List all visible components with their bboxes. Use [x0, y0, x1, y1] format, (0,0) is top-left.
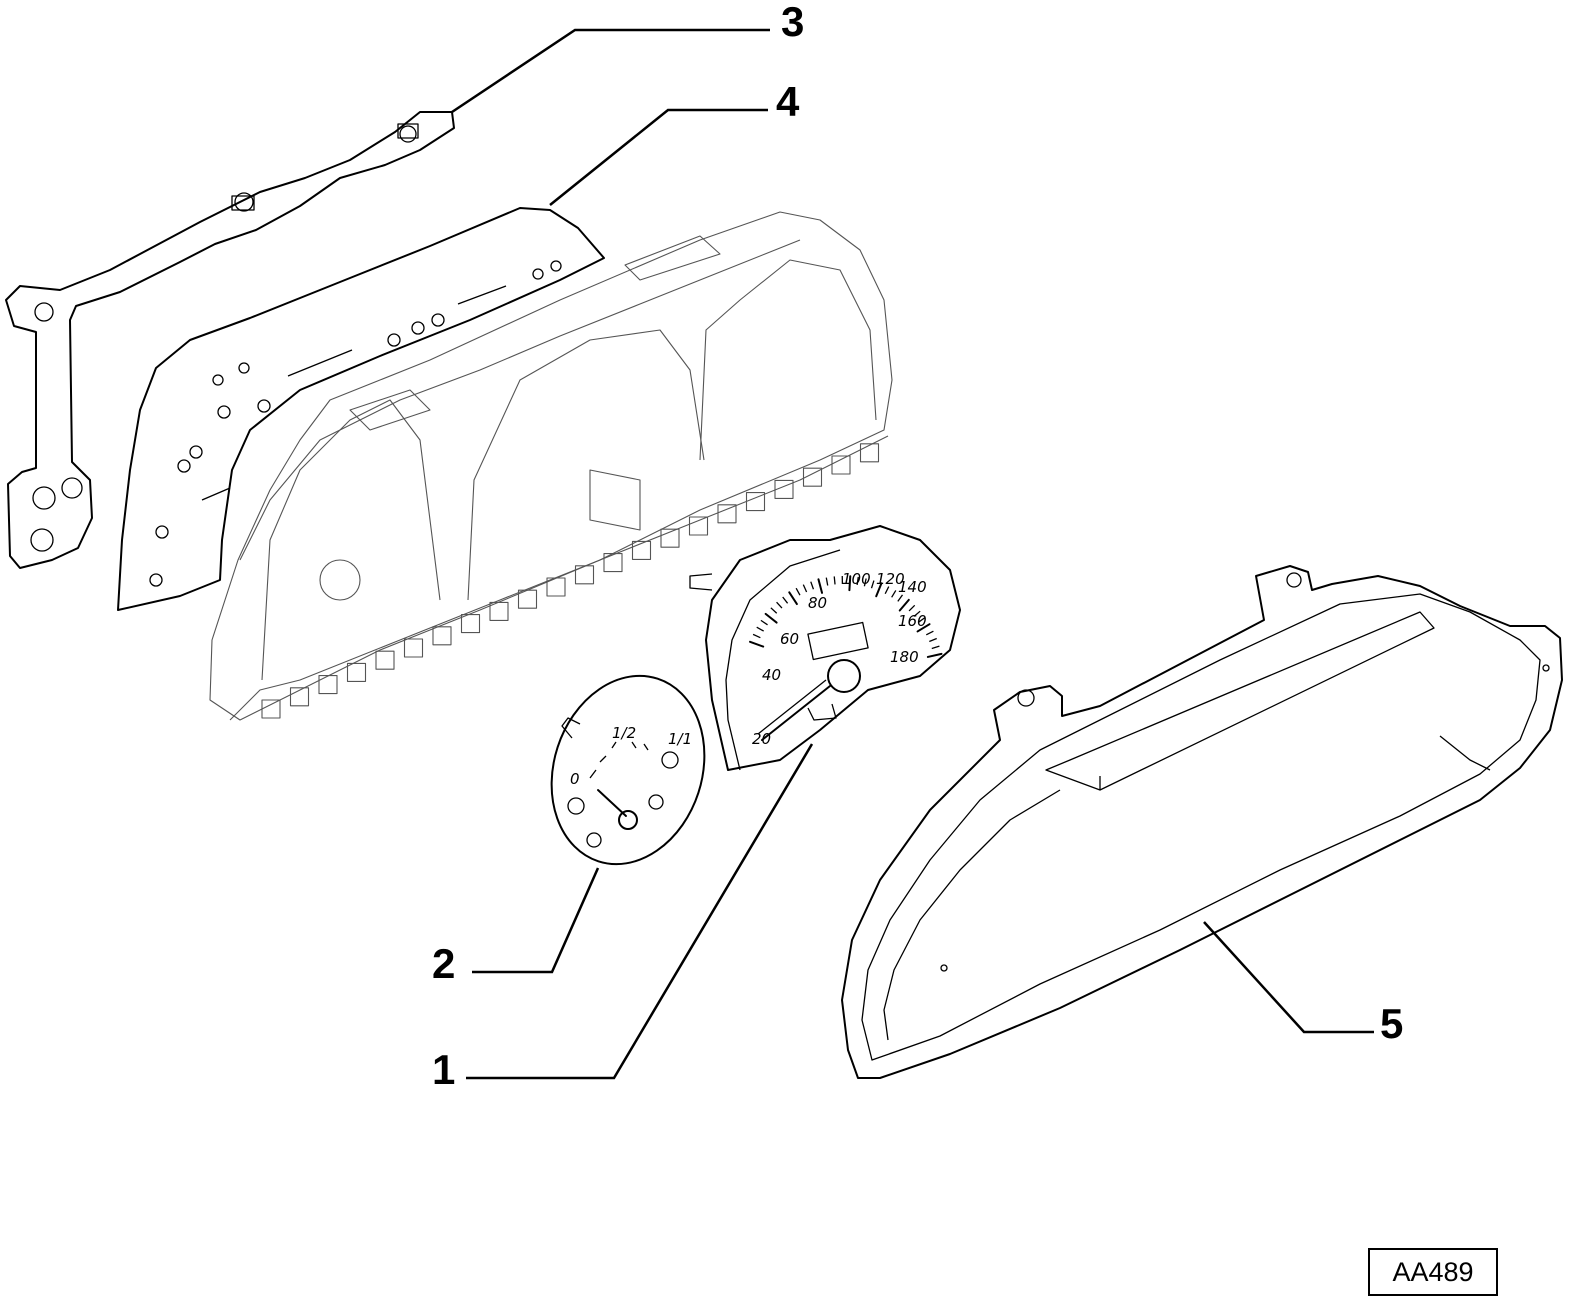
speedometer-tick [764, 612, 778, 624]
housing-window [460, 614, 481, 634]
speedometer-tick [929, 637, 937, 643]
housing-window [717, 504, 737, 524]
housing-window [517, 589, 538, 609]
housing-window-row [261, 443, 880, 719]
speedometer-tick [749, 640, 765, 648]
speedometer-tick [870, 580, 875, 589]
speedometer-tick [863, 578, 867, 587]
speedometer-tick [856, 576, 859, 586]
fuel-scale-full-label: 1/1 [668, 730, 692, 748]
speedometer-tick [782, 596, 789, 604]
speedometer-tick [931, 645, 940, 650]
housing-window [688, 516, 709, 536]
reference-code-box: AA489 [1368, 1248, 1498, 1296]
speed-label-40: 40 [762, 666, 781, 684]
leader-line-4 [549, 108, 768, 206]
reference-code: AA489 [1392, 1256, 1474, 1287]
leader-line-1 [466, 743, 814, 1080]
housing-window [318, 675, 338, 695]
housing-window [859, 443, 880, 463]
speedometer-tick [926, 652, 943, 658]
housing-window [375, 650, 395, 670]
fuel-scale-half-label: 1/2 [612, 724, 636, 742]
fuel-scale-empty-label: 0 [570, 770, 580, 788]
speedometer-tick [802, 584, 808, 593]
speedometer-ticks [749, 575, 943, 658]
housing-window [489, 601, 509, 621]
housing-window [603, 553, 623, 573]
speedometer-tick [756, 626, 765, 632]
speedometer-tick [776, 601, 783, 609]
part-1-speedometer: 20 40 60 80 100 120 140 160 180 [689, 525, 961, 771]
housing-window [774, 479, 794, 499]
speedometer-tick [913, 610, 921, 617]
housing-window [831, 455, 851, 475]
leader-line-5 [1203, 921, 1374, 1034]
speedometer-tick [875, 582, 883, 598]
housing-window [432, 626, 452, 646]
housing-window [261, 699, 281, 719]
speedometer-tick [795, 587, 801, 596]
part-4-rear-housing [117, 207, 605, 611]
speedometer-tick [760, 619, 768, 626]
speedometer-tick [817, 578, 824, 594]
speedometer-tick [918, 616, 926, 623]
speed-label-120: 120 [876, 570, 905, 588]
speed-label-60: 60 [780, 630, 799, 648]
speedometer-tick [925, 630, 934, 636]
housing-window [631, 540, 652, 560]
housing-window [574, 565, 595, 585]
speedometer-tick [898, 598, 910, 612]
speedometer-tick [916, 623, 931, 633]
housing-window [745, 492, 766, 512]
leader-lines [451, 28, 1374, 1080]
speedometer-tick [848, 575, 852, 592]
housing-window [802, 467, 823, 487]
leader-line-3 [451, 28, 770, 114]
housing-window [403, 638, 424, 658]
speedometer-tick [891, 590, 897, 598]
part-3-bracket [5, 111, 455, 569]
speedometer-tick [825, 577, 829, 586]
speedometer-tick [752, 633, 761, 639]
callout-3: 3 [781, 0, 804, 45]
speedometer-tick [908, 604, 916, 612]
housing-window [660, 528, 680, 548]
speedometer-tick [770, 607, 778, 614]
speed-label-100: 100 [842, 570, 871, 588]
instrument-frame [209, 211, 893, 721]
speedometer-tick [833, 576, 836, 585]
housing-window [346, 662, 367, 682]
speedometer-tick [884, 586, 890, 595]
speed-label-140: 140 [898, 578, 927, 596]
callout-5: 5 [1380, 1000, 1403, 1047]
housing-window [546, 577, 566, 597]
speed-label-20: 20 [752, 730, 771, 748]
callout-2: 2 [432, 940, 455, 987]
speedometer-tick [810, 581, 815, 590]
callout-4: 4 [776, 78, 800, 125]
housing-window [289, 687, 310, 707]
speedometer-tick [788, 591, 798, 606]
leader-line-2 [472, 867, 600, 974]
part-2-fuel-gauge: 0 1/2 1/1 [550, 674, 706, 866]
speed-label-80: 80 [808, 594, 827, 612]
part-5-front-bezel [841, 565, 1563, 1079]
speed-label-180: 180 [890, 648, 919, 666]
speedometer-tick [897, 594, 904, 602]
callout-1: 1 [432, 1046, 455, 1093]
speed-label-160: 160 [898, 612, 927, 630]
